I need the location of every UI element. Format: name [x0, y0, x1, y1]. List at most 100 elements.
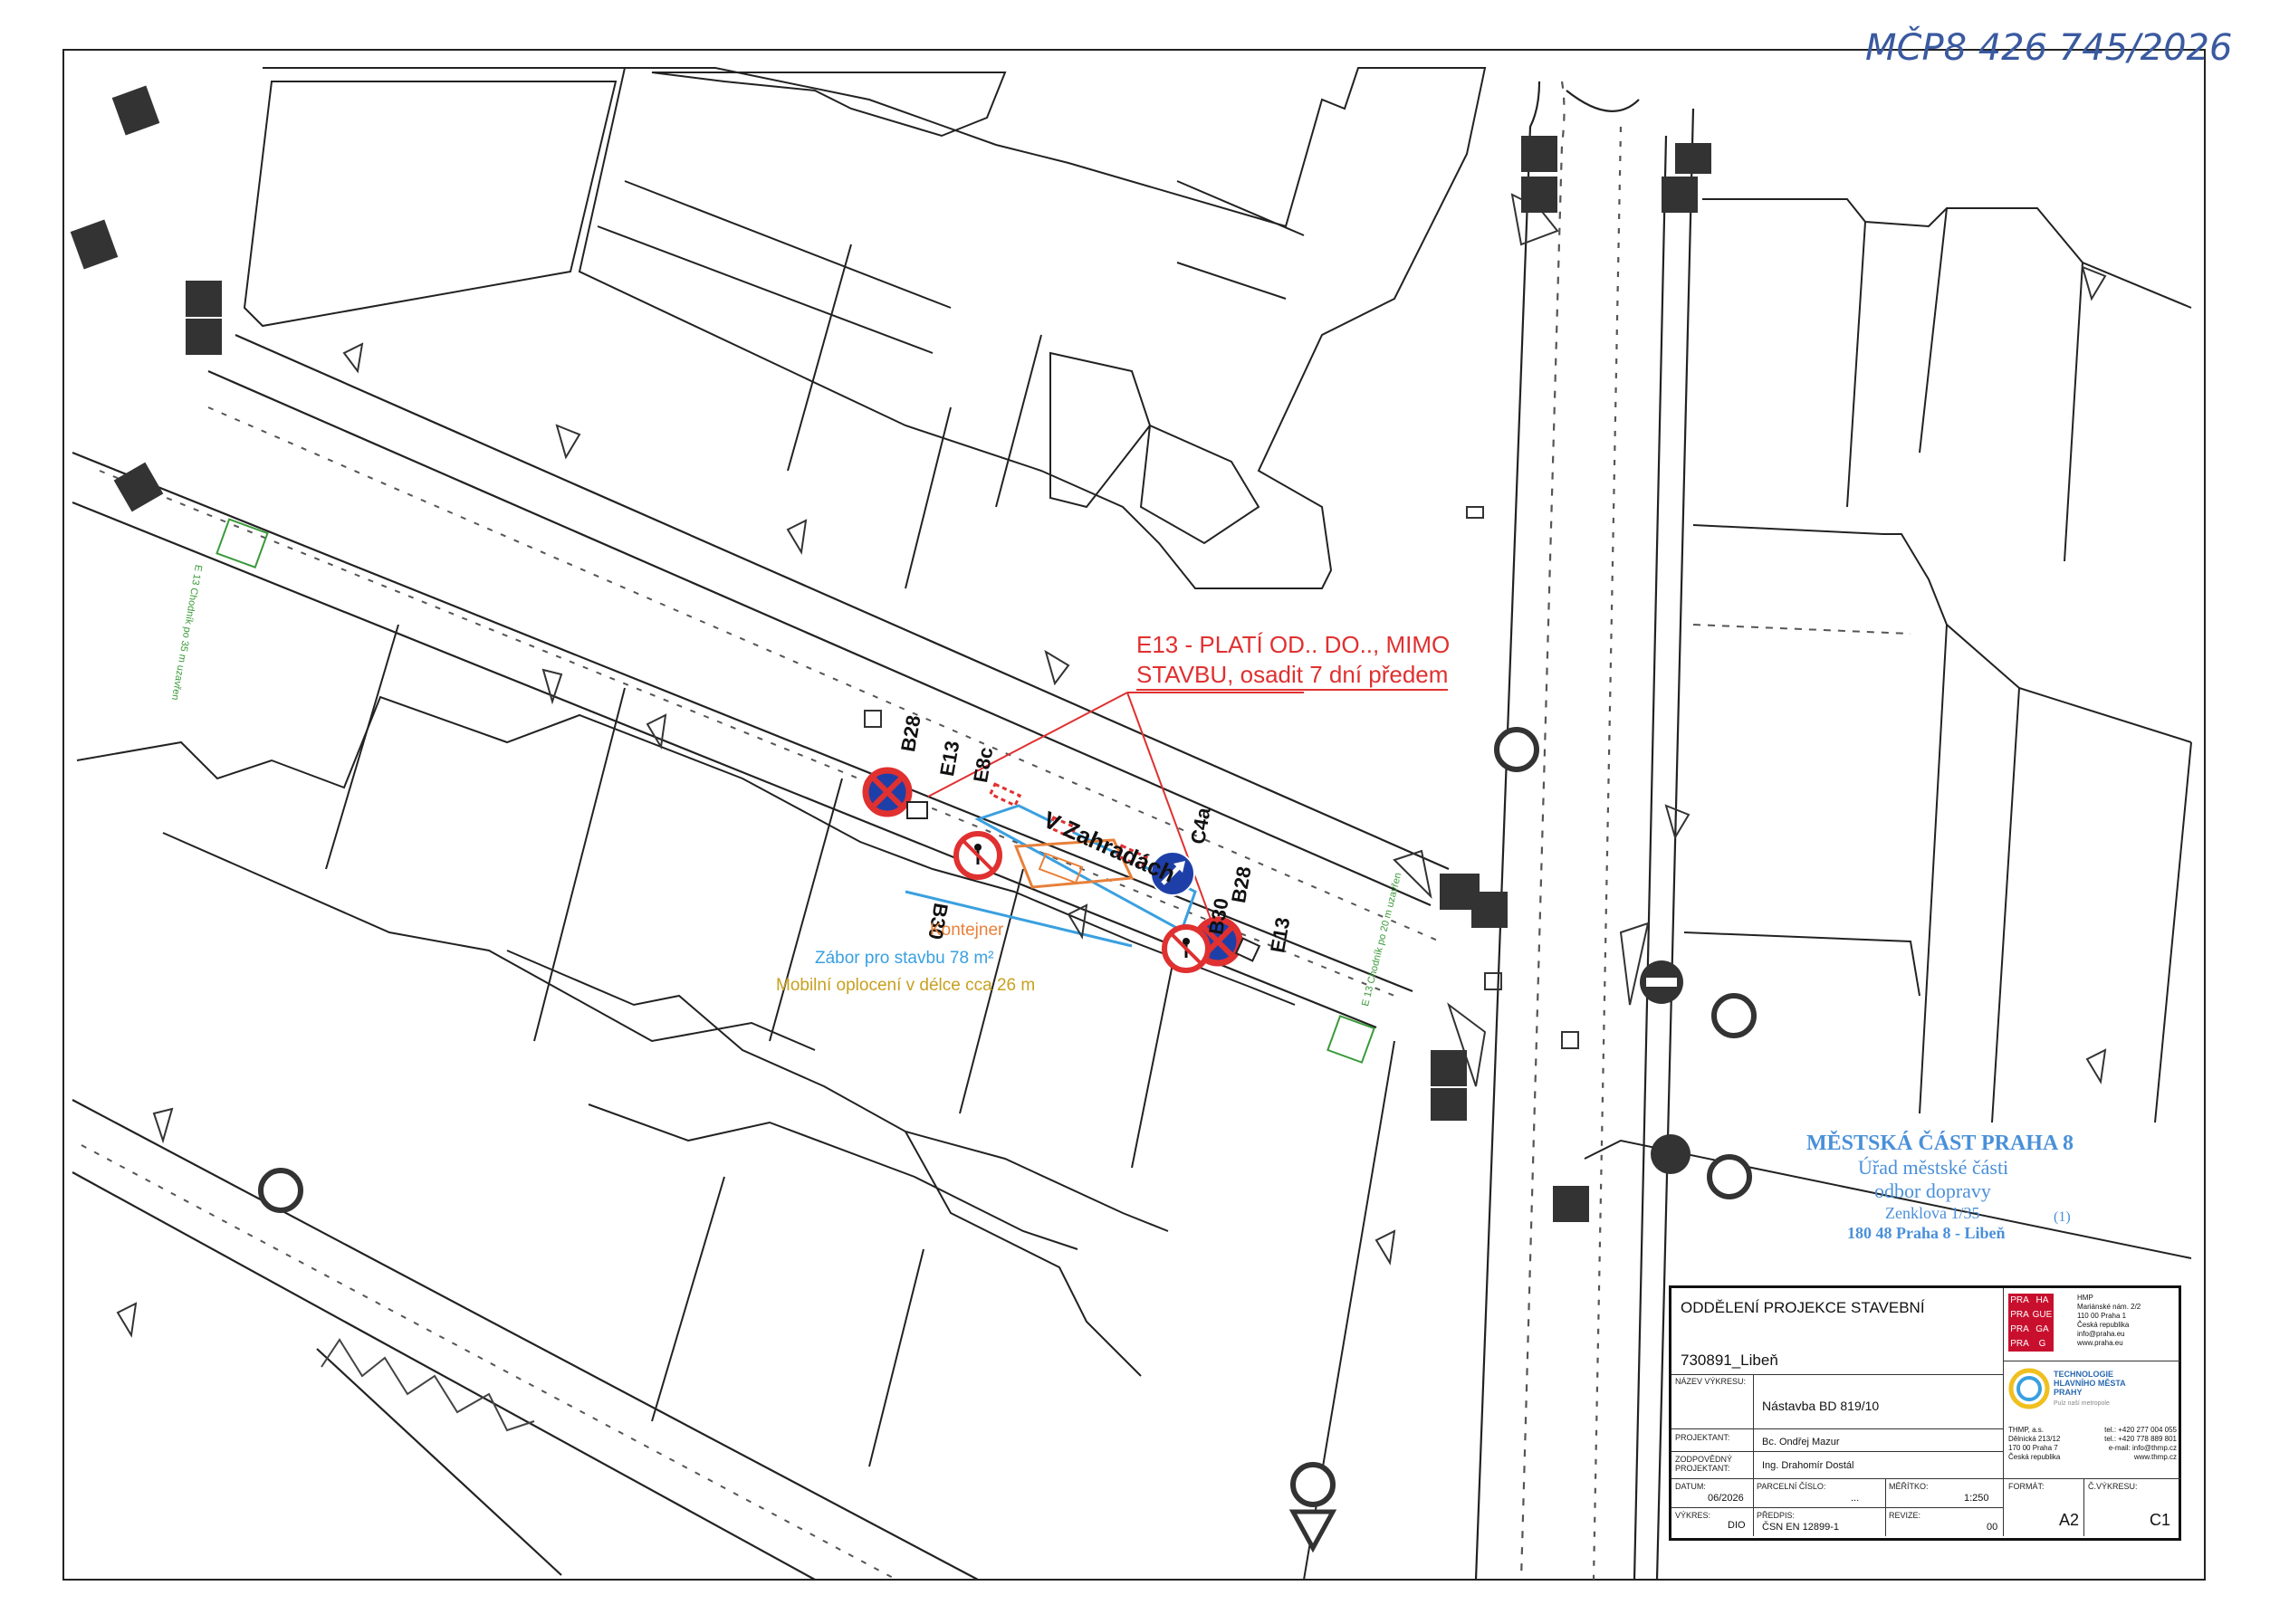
construction-occupation-zone: [974, 804, 1197, 933]
no-turn-sign-icon: [1290, 1462, 1336, 1507]
street-furniture: [864, 506, 1579, 1049]
thmp-contact: tel.: +420 277 004 055 tel.: +420 778 88…: [2088, 1426, 2177, 1462]
barrier-board: [1115, 844, 1149, 869]
scale-value: 1:250: [1964, 1493, 1989, 1504]
stamp-line-3: odbor dopravy: [1874, 1180, 1991, 1202]
no-pedestrians-sign-icon: [1162, 924, 1211, 973]
parking-sign-icon: [111, 85, 160, 136]
green-note-box: [1327, 1015, 1375, 1064]
praha-logo-text: PRA: [2010, 1324, 2029, 1334]
fence-label: Mobilní oplocení v délce cca 26 m: [776, 976, 1036, 995]
scale-label: MĚŘÍTKO:: [1889, 1482, 1929, 1491]
one-way-sign-icon: [1521, 136, 1557, 172]
hmp-address-line: Mariánské nám. 2/2: [2077, 1303, 2141, 1311]
yield-markings: [116, 265, 2107, 1338]
praha-logo-text: PRA: [2010, 1295, 2029, 1305]
parcel-label: PARCELNÍ ČÍSLO:: [1757, 1482, 1826, 1491]
zigzag-marking: [321, 1338, 535, 1432]
drawing-name: Nástavba BD 819/10: [1762, 1399, 1880, 1413]
lower-street-kerb: [81, 1144, 897, 1581]
thmp-name-line: TECHNOLOGIE: [2054, 1370, 2114, 1379]
hatched-island: [1619, 922, 1650, 1006]
format-value: A2: [2059, 1511, 2080, 1529]
lower-street: [72, 1099, 979, 1581]
responsible-label: ZODPOVĚDNÝ PROJEKTANT:: [1675, 1455, 1733, 1473]
hmp-address-line: HMP: [2077, 1294, 2093, 1302]
one-way-sign-icon: [1431, 1088, 1467, 1121]
callout-line-1: E13 - PLATÍ OD.. DO.., MIMO: [1136, 631, 1451, 658]
building-blocks: [243, 67, 1487, 589]
thmp-logo-icon: [2008, 1368, 2050, 1409]
drawing-label: VÝKRES:: [1675, 1511, 1711, 1520]
parking-sign-icon: [113, 462, 164, 512]
no-entry-sign-icon: [1651, 1134, 1691, 1174]
hatched-island: [1393, 849, 1432, 900]
praha-logo-text: PRA: [2010, 1339, 2029, 1349]
container-label: Kontejner: [930, 921, 1004, 940]
callout-line-2: STAVBU, osadit 7 dní předem: [1136, 661, 1449, 691]
revision-value: 00: [1987, 1522, 1998, 1533]
barrier-board: [988, 782, 1022, 807]
thmp-address-line: Dělnická 213/12: [2008, 1435, 2061, 1443]
cross-street: [1474, 81, 1695, 1581]
hatched-island: [1447, 1002, 1487, 1087]
parcel-value: ...: [1851, 1493, 1860, 1504]
project-code: 730891_Libeň: [1681, 1352, 1778, 1369]
thmp-contact-line: tel.: +420 778 889 801: [2104, 1435, 2177, 1443]
no-turn-sign-icon: [258, 1168, 303, 1213]
drawing-name-label: NÁZEV VÝKRESU:: [1675, 1377, 1747, 1386]
praha-logo-text: PRA: [2010, 1310, 2029, 1320]
drawing-value: DIO: [1728, 1520, 1746, 1531]
thmp-address-line: THMP, a.s.: [2008, 1426, 2044, 1434]
sheet-label: Č.VÝKRESU:: [2088, 1482, 2138, 1491]
supplementary-plate-e13: [1234, 937, 1261, 962]
parking-sign-icon: [1553, 1186, 1589, 1222]
hatched-island: [1510, 193, 1559, 246]
thmp-contact-line: tel.: +420 277 004 055: [2104, 1426, 2177, 1434]
one-way-sign-icon: [186, 281, 222, 317]
responsible-name: Ing. Drahomír Dostál: [1762, 1460, 1854, 1471]
occupation-leader-line: [905, 890, 1133, 948]
no-stopping-sign-icon: [862, 767, 913, 817]
existing-traffic-signs: [70, 85, 1757, 1553]
format-label: FORMÁT:: [2008, 1482, 2045, 1491]
date-value: 06/2026: [1708, 1493, 1744, 1504]
department-name: ODDĚLENÍ PROJEKCE STAVEBNÍ: [1681, 1299, 1925, 1316]
parking-sign-icon: [186, 319, 222, 355]
hmp-address-line: 110 00 Praha 1: [2077, 1312, 2127, 1320]
stamp-line-5: 180 48 Praha 8 - Libeň: [1847, 1224, 2006, 1242]
regulation-label: PŘEDPIS:: [1757, 1511, 1796, 1520]
main-street: [72, 333, 1450, 1029]
green-note-box: [216, 518, 269, 568]
hmp-address-line: info@praha.eu: [2077, 1330, 2125, 1338]
title-block: ODDĚLENÍ PROJEKCE STAVEBNÍ 730891_Libeň …: [1669, 1285, 2181, 1541]
thmp-address: THMP, a.s. Dělnická 213/12 170 00 Praha …: [2008, 1426, 2060, 1462]
stamp-line-4: Zenklova 1/35: [1885, 1204, 1980, 1222]
building-blocks-east: [1584, 198, 2192, 1259]
container-box: [1038, 852, 1084, 884]
parking-sign-icon: [70, 219, 119, 270]
parking-sign-icon: [1521, 177, 1557, 213]
no-turn-sign-icon: [1494, 727, 1539, 772]
thmp-name-line: PRAHY: [2054, 1388, 2083, 1397]
hmp-address: HMP Mariánské nám. 2/2 110 00 Praha 1 Če…: [2077, 1294, 2141, 1348]
lane-markings: [99, 406, 1441, 997]
parking-sign-icon: [1431, 1050, 1467, 1086]
occupation-label: Zábor pro stavbu 78 m²: [815, 949, 994, 968]
barrier-board: [1047, 816, 1078, 839]
supplementary-plate-e13: [906, 801, 928, 819]
date-label: DATUM:: [1675, 1482, 1706, 1491]
handwritten-reference: MČP8 426 745/2026: [1865, 27, 2233, 69]
no-pedestrians-sign-icon: [953, 831, 1002, 880]
designer-label: PROJEKTANT:: [1675, 1433, 1730, 1442]
parking-sign-icon: [1471, 892, 1508, 928]
praha-logo: PRA HA PRA GUE PRA GA PRA G: [2008, 1294, 2054, 1352]
thmp-address-line: 170 00 Praha 7: [2008, 1444, 2058, 1452]
thmp-contact-line: e-mail: info@thmp.cz: [2108, 1444, 2177, 1452]
revision-label: REVIZE:: [1889, 1511, 1921, 1520]
turn-sign-icon: [1711, 993, 1757, 1038]
sheet-value: C1: [2150, 1511, 2171, 1529]
thmp-contact-line: www.thmp.cz: [2133, 1453, 2177, 1461]
praha-logo-text: GA: [2035, 1324, 2049, 1334]
